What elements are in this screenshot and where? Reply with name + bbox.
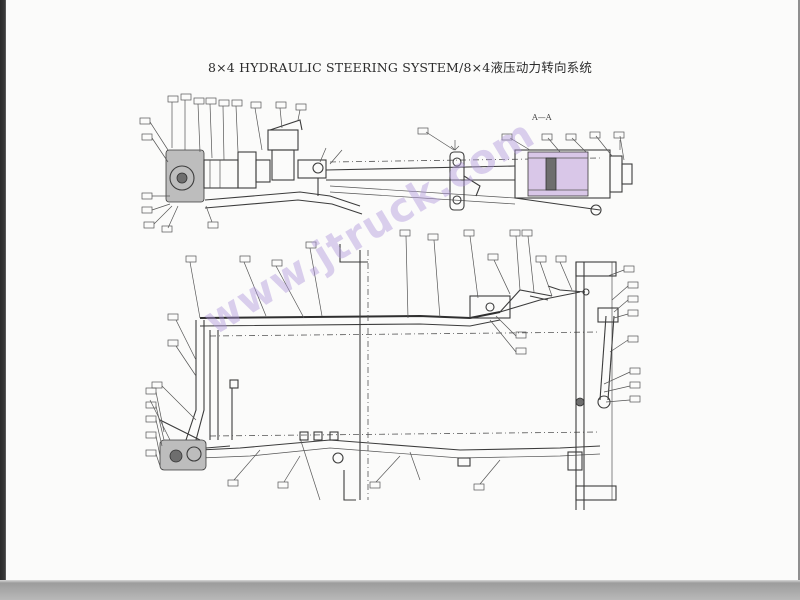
paper-page xyxy=(6,0,798,582)
drawing-title: 8×4 HYDRAULIC STEERING SYSTEM/8×4液压动力转向系… xyxy=(207,60,593,75)
scan-left-edge xyxy=(0,0,8,600)
scan-bottom-edge xyxy=(0,580,800,600)
steering-gear-assembly xyxy=(165,119,633,216)
section-view-label: A—A xyxy=(532,113,552,122)
chassis-frame xyxy=(149,244,619,510)
part-callouts-top xyxy=(139,93,625,233)
part-callouts-bottom xyxy=(145,229,641,491)
